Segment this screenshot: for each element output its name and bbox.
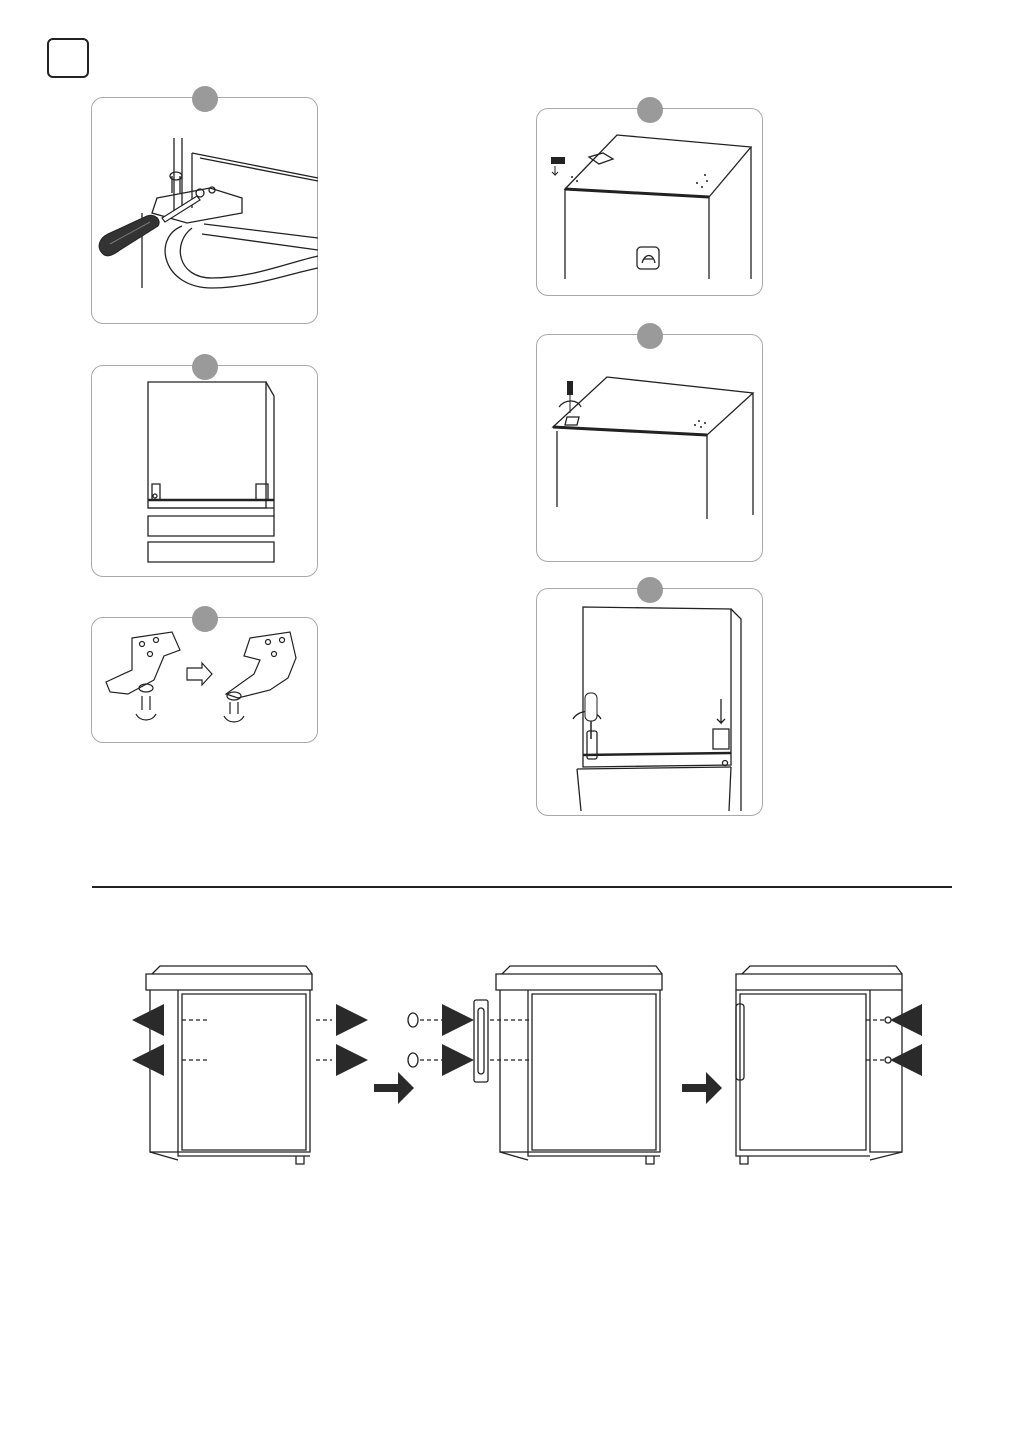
- handle-reversal-sequence: [0, 960, 1016, 1180]
- hinge-bracket-flip-illustration: [92, 618, 319, 744]
- step-indicator-dot: [192, 86, 218, 112]
- fridge-step-2: [408, 966, 662, 1164]
- fridge-top-cover-removal-illustration: [537, 109, 764, 297]
- figure-panel-5: [536, 334, 763, 562]
- figure-panel-4: [536, 108, 763, 296]
- section-divider: [92, 886, 952, 888]
- step-indicator-dot: [637, 577, 663, 603]
- arrows-step-1: [140, 1020, 360, 1060]
- fridge-step-1: [146, 966, 332, 1164]
- fridge-front-hinges-illustration: [92, 366, 319, 578]
- step-indicator-dot: [192, 354, 218, 380]
- step-indicator-dot: [637, 323, 663, 349]
- next-arrow-2: [682, 1072, 722, 1104]
- next-arrow-1: [374, 1072, 414, 1104]
- figure-panel-2: [91, 365, 318, 577]
- step-indicator-dot: [637, 97, 663, 123]
- step-indicator-dot: [192, 606, 218, 632]
- step-number-box: [47, 38, 89, 78]
- fridge-step-3: [736, 966, 902, 1164]
- figure-panel-3: [91, 617, 318, 743]
- figure-panel-1: [91, 97, 318, 324]
- fridge-door-lower-hinge-illustration: [537, 589, 764, 817]
- hinge-screwdriver-closeup-illustration: [92, 98, 319, 325]
- fridge-top-hinge-screw-illustration: [537, 335, 764, 563]
- handle-reversal-illustration: [0, 960, 1016, 1180]
- figure-panel-6: [536, 588, 763, 816]
